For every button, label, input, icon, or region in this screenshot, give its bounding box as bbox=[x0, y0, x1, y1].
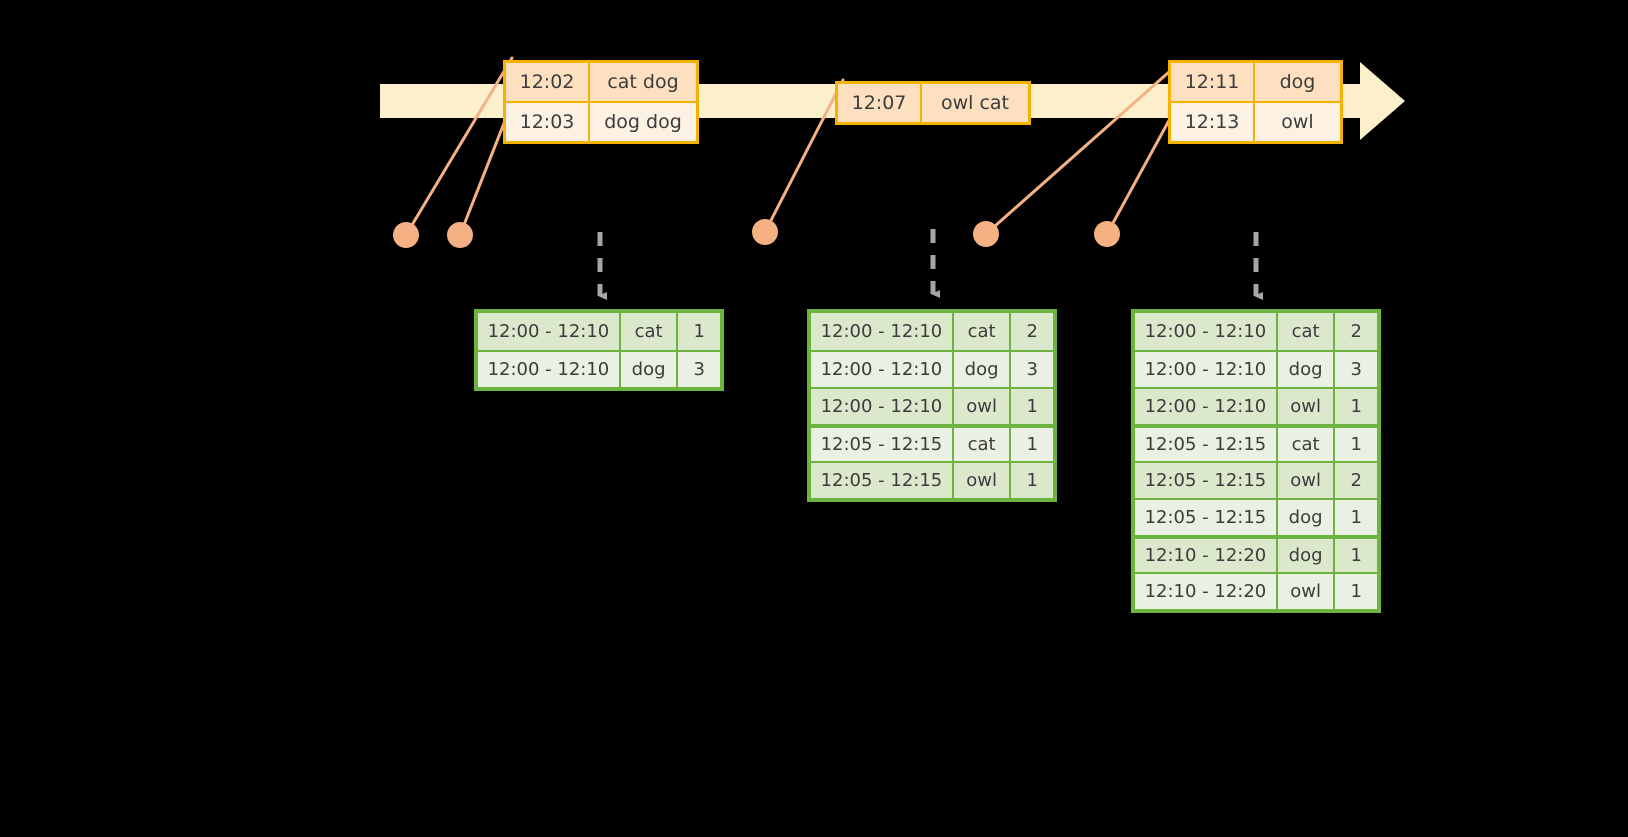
window-cell: 12:00 - 12:10 bbox=[811, 313, 954, 350]
event-time: 12:11 bbox=[1171, 63, 1255, 101]
event-dots bbox=[393, 219, 1120, 248]
count-cell: 3 bbox=[1026, 359, 1038, 380]
key-cell: dog bbox=[1278, 352, 1336, 387]
event-time: 12:13 bbox=[1171, 103, 1255, 141]
count-cell: 1 bbox=[1026, 434, 1038, 455]
window-cell: 12:00 - 12:10 bbox=[478, 313, 621, 350]
count-cell: 1 bbox=[693, 321, 705, 342]
count-cell: 1 bbox=[1026, 396, 1038, 417]
count-cell: 3 bbox=[1350, 359, 1362, 380]
window-cell: 12:05 - 12:15 bbox=[1135, 500, 1278, 535]
key-cell: owl bbox=[1278, 389, 1336, 424]
key-cell: cat bbox=[1278, 428, 1336, 461]
key-cell: owl bbox=[1278, 463, 1336, 498]
key-cell: cat bbox=[621, 313, 679, 350]
window-cell: 12:00 - 12:10 bbox=[1135, 352, 1278, 387]
count-cell: 2 bbox=[1350, 321, 1362, 342]
event-dot-2 bbox=[447, 222, 473, 248]
event-row: 12:13 owl bbox=[1171, 101, 1340, 141]
count-cell: 1 bbox=[1350, 507, 1362, 528]
event-words: dog dog bbox=[604, 111, 682, 133]
event-group-1: 12:02 cat dog 12:03 dog dog bbox=[503, 60, 699, 144]
key-cell: dog bbox=[954, 352, 1012, 387]
event-words: owl cat bbox=[940, 92, 1010, 114]
connector-3 bbox=[763, 78, 845, 234]
key-cell: owl bbox=[1278, 574, 1336, 609]
connector-5 bbox=[1105, 102, 1180, 236]
key-cell: dog bbox=[621, 352, 679, 387]
window-cell: 12:10 - 12:20 bbox=[1135, 539, 1278, 572]
window-cell: 12:05 - 12:15 bbox=[1135, 428, 1278, 461]
event-row: 12:07 owl cat bbox=[838, 84, 1028, 122]
event-words: cat dog bbox=[607, 71, 679, 93]
event-row: 12:11 dog bbox=[1171, 63, 1340, 101]
count-cell: 1 bbox=[1350, 434, 1362, 455]
connector-4 bbox=[984, 62, 1180, 236]
window-cell: 12:05 - 12:15 bbox=[1135, 463, 1278, 498]
count-cell: 1 bbox=[1350, 545, 1362, 566]
event-dot-5 bbox=[1094, 221, 1120, 247]
event-row: 12:03 dog dog bbox=[506, 101, 696, 141]
event-row: 12:02 cat dog bbox=[506, 63, 696, 101]
key-cell: owl bbox=[954, 389, 1012, 424]
count-cell: 3 bbox=[693, 359, 705, 380]
window-cell: 12:05 - 12:15 bbox=[811, 463, 954, 498]
count-cell: 1 bbox=[1350, 396, 1362, 417]
window-cell: 12:00 - 12:10 bbox=[478, 352, 621, 387]
event-time: 12:07 bbox=[838, 84, 922, 122]
key-cell: owl bbox=[954, 463, 1012, 498]
key-cell: dog bbox=[1278, 539, 1336, 572]
connector-1 bbox=[404, 56, 514, 237]
window-cell: 12:00 - 12:10 bbox=[811, 389, 954, 424]
window-cell: 12:05 - 12:15 bbox=[811, 428, 954, 461]
event-group-2: 12:07 owl cat bbox=[835, 81, 1031, 125]
event-dot-1 bbox=[393, 222, 419, 248]
event-words: dog bbox=[1279, 71, 1316, 93]
count-cell: 2 bbox=[1026, 321, 1038, 342]
window-cell: 12:00 - 12:10 bbox=[811, 352, 954, 387]
event-dot-4 bbox=[973, 221, 999, 247]
key-cell: cat bbox=[954, 428, 1012, 461]
key-cell: dog bbox=[1278, 500, 1336, 535]
emit-arrows bbox=[597, 229, 1263, 300]
count-cell: 1 bbox=[1350, 581, 1362, 602]
event-time: 12:03 bbox=[506, 103, 590, 141]
window-cell: 12:00 - 12:10 bbox=[1135, 313, 1278, 350]
event-group-3: 12:11 dog 12:13 owl bbox=[1168, 60, 1343, 144]
window-cell: 12:00 - 12:10 bbox=[1135, 389, 1278, 424]
event-time: 12:02 bbox=[506, 63, 590, 101]
window-cell: 12:10 - 12:20 bbox=[1135, 574, 1278, 609]
event-dot-3 bbox=[752, 219, 778, 245]
key-cell: cat bbox=[1278, 313, 1336, 350]
count-cell: 2 bbox=[1350, 470, 1362, 491]
key-cell: cat bbox=[954, 313, 1012, 350]
event-words: owl bbox=[1281, 111, 1314, 133]
count-cell: 1 bbox=[1026, 470, 1038, 491]
